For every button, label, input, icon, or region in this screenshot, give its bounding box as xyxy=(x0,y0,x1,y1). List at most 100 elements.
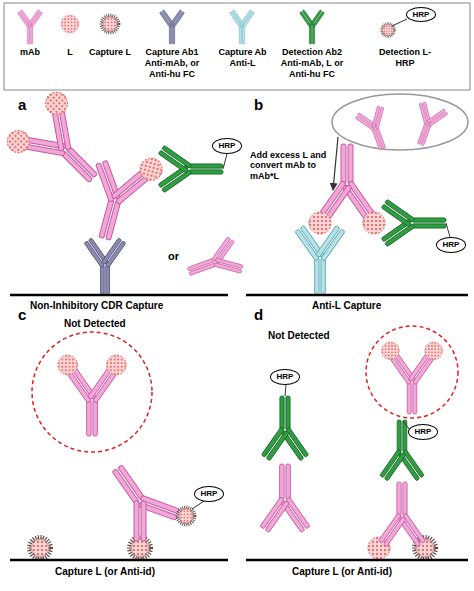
panel-a xyxy=(3,88,246,295)
panel-b xyxy=(246,94,468,295)
detection-ab2 xyxy=(381,199,446,246)
plate-surface xyxy=(246,559,468,562)
mab-with-ligand-part xyxy=(309,212,331,234)
hrp-label-oval: HRP xyxy=(408,424,438,440)
hrp-label-oval: HRP xyxy=(212,138,242,154)
detection-ab2-part xyxy=(158,145,223,192)
mab xyxy=(354,104,397,154)
captured-mab xyxy=(378,482,425,547)
ligand-icon xyxy=(61,15,79,33)
legend-text: Capture L xyxy=(84,47,136,58)
hrp-label-oval: HRP xyxy=(194,486,224,502)
legend-text: L xyxy=(60,47,80,58)
panel-letter: c xyxy=(18,306,26,323)
free-mab xyxy=(260,464,310,533)
excess-ligand-ellipse xyxy=(332,94,468,150)
mab-with-ligand-part xyxy=(319,144,375,220)
mab-with-ligand-part xyxy=(106,355,126,375)
panel-caption: Anti-L Capture xyxy=(312,300,381,312)
legend-text: Capture Ab1 Anti-mAb, or Anti-hu FC xyxy=(141,47,203,80)
hrp-label-oval: HRP xyxy=(406,7,436,22)
detection-ab2-icon xyxy=(299,10,324,44)
panel-caption: Capture L (or Anti-id) xyxy=(55,566,155,578)
captured-mab-part xyxy=(138,156,165,183)
detection-ab2 xyxy=(158,145,223,192)
mab-with-ligand-part xyxy=(425,342,443,360)
hrp-text: HRP xyxy=(443,241,460,249)
panel-d xyxy=(246,326,468,560)
legend-text: mAb xyxy=(10,47,50,58)
mab-with-ligand-part xyxy=(363,212,385,234)
hrp-text: HRP xyxy=(413,11,430,19)
mab xyxy=(406,100,449,150)
plate-surface xyxy=(246,294,468,297)
panel-letter: b xyxy=(254,96,263,113)
hrp-label-oval: HRP xyxy=(436,237,466,253)
hrp-text: HRP xyxy=(277,373,294,381)
detection-ab2-icon-part xyxy=(299,10,324,44)
mab-with-ligand xyxy=(382,342,443,414)
legend-text: Detection L-HRP xyxy=(377,47,433,69)
not-detected-circle xyxy=(32,332,152,452)
capture-ab1-part xyxy=(84,238,126,295)
mab-with-ligand-part xyxy=(382,342,400,360)
capture-ab-icon-part xyxy=(229,10,254,44)
hrp-text: HRP xyxy=(415,428,432,436)
mab-part xyxy=(354,104,397,154)
hrp-link xyxy=(446,223,450,237)
capture-ab1-icon-part xyxy=(159,10,184,44)
capture-ab-anti-l-part xyxy=(295,225,345,294)
capture-ligand xyxy=(129,537,151,559)
mab-with-ligand-part xyxy=(390,353,435,414)
legend-text: Capture Ab Anti-L xyxy=(215,47,270,69)
detection-ab2-part xyxy=(381,199,446,246)
detection-ab2 xyxy=(261,396,308,461)
or-label: or xyxy=(168,250,179,263)
mab-with-ligand-part xyxy=(3,126,34,157)
status-label: Not Detected xyxy=(268,330,330,342)
free-mab xyxy=(182,235,245,290)
capture-ab1 xyxy=(84,238,126,295)
hrp-link xyxy=(285,385,286,396)
hrp-text: HRP xyxy=(201,490,218,498)
panel-caption: Non-Inhibitory CDR Capture xyxy=(30,300,163,312)
legend-box xyxy=(4,3,470,90)
step-note: Add excess L and convert mAb to mAb*L xyxy=(250,150,330,181)
mab-part xyxy=(406,100,449,150)
hrp-link xyxy=(223,154,227,169)
mab-with-ligand-part xyxy=(20,105,113,198)
mab-icon xyxy=(17,10,42,44)
status-label: Not Detected xyxy=(64,318,126,330)
legend-text: Detection Ab2 Anti-mAb, L or Anti-hu FC xyxy=(276,47,348,80)
capture-ab-icon xyxy=(229,10,254,44)
captured-mab-part xyxy=(378,482,425,547)
mab-with-ligand xyxy=(58,355,126,436)
captured-mab-part xyxy=(94,452,183,546)
capture-ligand xyxy=(29,537,51,559)
plate-surface xyxy=(10,294,228,297)
mab-with-ligand-part xyxy=(41,88,72,119)
hrp-text: HRP xyxy=(219,142,236,150)
capture-ab-anti-l xyxy=(295,225,345,294)
mab-icon-part xyxy=(17,10,42,44)
mab-with-ligand-part xyxy=(67,367,117,436)
detection-ab2-part xyxy=(261,396,308,461)
free-mab-part xyxy=(260,464,310,533)
captured-mab xyxy=(94,452,183,546)
hrp-link xyxy=(192,501,204,509)
conversion-arrow xyxy=(333,137,338,190)
mab-with-ligand xyxy=(3,88,120,205)
captured-mab xyxy=(78,144,165,248)
legend-box-part xyxy=(4,3,470,90)
hrp-label-oval: HRP xyxy=(270,369,300,385)
free-mab-part xyxy=(182,235,245,290)
panel-letter: a xyxy=(18,96,26,113)
capture-ab1-icon xyxy=(159,10,184,44)
panel-c xyxy=(10,332,228,560)
capture-ligand-icon xyxy=(101,15,119,33)
detection-ligand xyxy=(177,507,195,525)
panel-letter: d xyxy=(254,306,263,323)
panel-caption: Capture L (or Anti-id) xyxy=(292,566,392,578)
